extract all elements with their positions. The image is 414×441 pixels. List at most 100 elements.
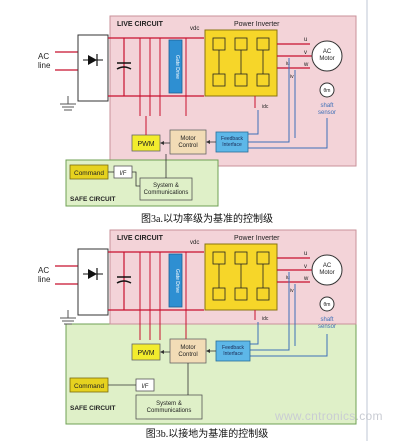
capacitor-plate-2: [116, 280, 132, 284]
feedback-wire-sensor: [250, 334, 328, 357]
idc-label: idc: [262, 104, 269, 110]
transistor-icons: [212, 251, 270, 301]
diode-icon: [88, 269, 97, 279]
power-inverter-label: Power Inverter: [234, 21, 280, 28]
transistor-icons: [212, 37, 270, 87]
motor-control-label-1: Motor: [180, 136, 195, 142]
feedback-interface-label-1: Feedback: [221, 136, 243, 142]
feedback-wire-iu: [250, 272, 290, 351]
feedback-wires: [250, 272, 328, 357]
feedback-wire-sensor: [248, 118, 328, 149]
system-comms-label-1: System &: [153, 183, 179, 189]
shaft-sensor-label-1: shaft: [320, 103, 333, 109]
gate-drive-label: Gate Drive: [174, 269, 180, 293]
ac-line-label-2: line: [38, 275, 51, 284]
feedback-interface-label-2: Interface: [223, 351, 243, 357]
phase-u-label: u: [304, 37, 307, 43]
ac-line-label-1: AC: [38, 266, 49, 275]
gate-drive-label: Gate Drive: [174, 55, 180, 79]
phase-v-label: v: [304, 264, 307, 270]
ac-line-label-1: AC: [38, 52, 49, 61]
motor-control-block: [169, 129, 207, 155]
iu-label: iu: [286, 61, 290, 67]
feedback-interface-label-1: Feedback: [222, 345, 244, 351]
arrow-fb-mc-head: [206, 140, 210, 144]
live-circuit-label: LIVE CIRCUIT: [117, 21, 164, 28]
safe-circuit-region: [65, 323, 357, 425]
system-comms-label: System &Communications: [144, 183, 189, 196]
iu-label: iu: [286, 275, 290, 281]
idc-label: idc: [262, 316, 269, 322]
ground-icon: [60, 96, 76, 111]
system-comms-label-2: Communications: [144, 190, 189, 196]
iv-label: iv: [290, 74, 294, 80]
ac-line-label-2: line: [38, 61, 51, 70]
shaft-sensor-label-2: sensor: [318, 110, 336, 116]
arrow-mc-pwm-head: [160, 141, 164, 145]
motor-icon: [311, 40, 343, 72]
system-comms-block: [135, 394, 203, 420]
gate-drive-block: [168, 253, 183, 308]
feedback-wire-idc: [250, 322, 259, 345]
system-comms-block: [139, 177, 193, 201]
phase-wires: [277, 43, 312, 69]
phase-u-label: u: [304, 251, 307, 257]
vdc-label: vdc: [190, 240, 199, 246]
caption-3b: 图3b.以接地为基准的控制级: [145, 429, 269, 440]
phase-wires: [277, 257, 312, 283]
shaft-sensor-label-2: sensor: [318, 324, 336, 330]
if-label: I/F: [142, 384, 149, 390]
if-label: I/F: [120, 171, 127, 177]
shaft-sensor-icon: [319, 296, 335, 312]
diode-icon: [88, 55, 97, 65]
system-comms-label: System &Communications: [147, 401, 192, 414]
arrow-fb-mc-head: [206, 349, 210, 353]
gate-signal-lines: [139, 38, 187, 116]
gate-signal-lines: [139, 252, 187, 340]
safe-circuit-label: SAFE CIRCUIT: [70, 405, 116, 412]
rectifier-block: [77, 248, 109, 316]
system-comms-label-1: System &: [156, 401, 182, 407]
phase-w-label: w: [303, 276, 309, 282]
motor-icon: [311, 254, 343, 286]
vdc-label: vdc: [190, 26, 199, 32]
ground-icon: [60, 310, 76, 325]
capacitor-plate-2: [116, 66, 132, 70]
system-comms-label-2: Communications: [147, 408, 192, 414]
iv-label: iv: [290, 288, 294, 294]
phase-w-label: w: [303, 62, 309, 68]
caption-3a: 图3a.以功率级为基准的控制级: [141, 214, 273, 225]
ac-motor-label-2: Motor: [319, 270, 334, 276]
ac-motor-label-1: AC: [323, 263, 332, 269]
theta-label: θm: [324, 88, 331, 94]
motor-control-label-1: Motor: [180, 345, 195, 351]
motor-control-block: [169, 338, 207, 364]
command-label: Command: [74, 383, 104, 390]
watermark: www.cntronics.com: [275, 409, 383, 423]
if-to-system: [132, 171, 140, 187]
feedback-interface-label-2: Interface: [222, 142, 242, 148]
pwm-label: PWM: [137, 350, 154, 357]
command-label: Command: [74, 170, 104, 177]
safe-circuit-label: SAFE CIRCUIT: [70, 196, 116, 203]
page-divider: [366, 0, 368, 441]
ac-motor-label-2: Motor: [319, 56, 334, 62]
feedback-wire-iu: [248, 58, 290, 143]
motor-control-label-2: Control: [178, 352, 197, 358]
gate-drive-block: [168, 39, 183, 94]
motor-control-label-2: Control: [178, 143, 197, 149]
rectifier-block: [77, 34, 109, 102]
shaft-sensor-icon: [319, 82, 335, 98]
